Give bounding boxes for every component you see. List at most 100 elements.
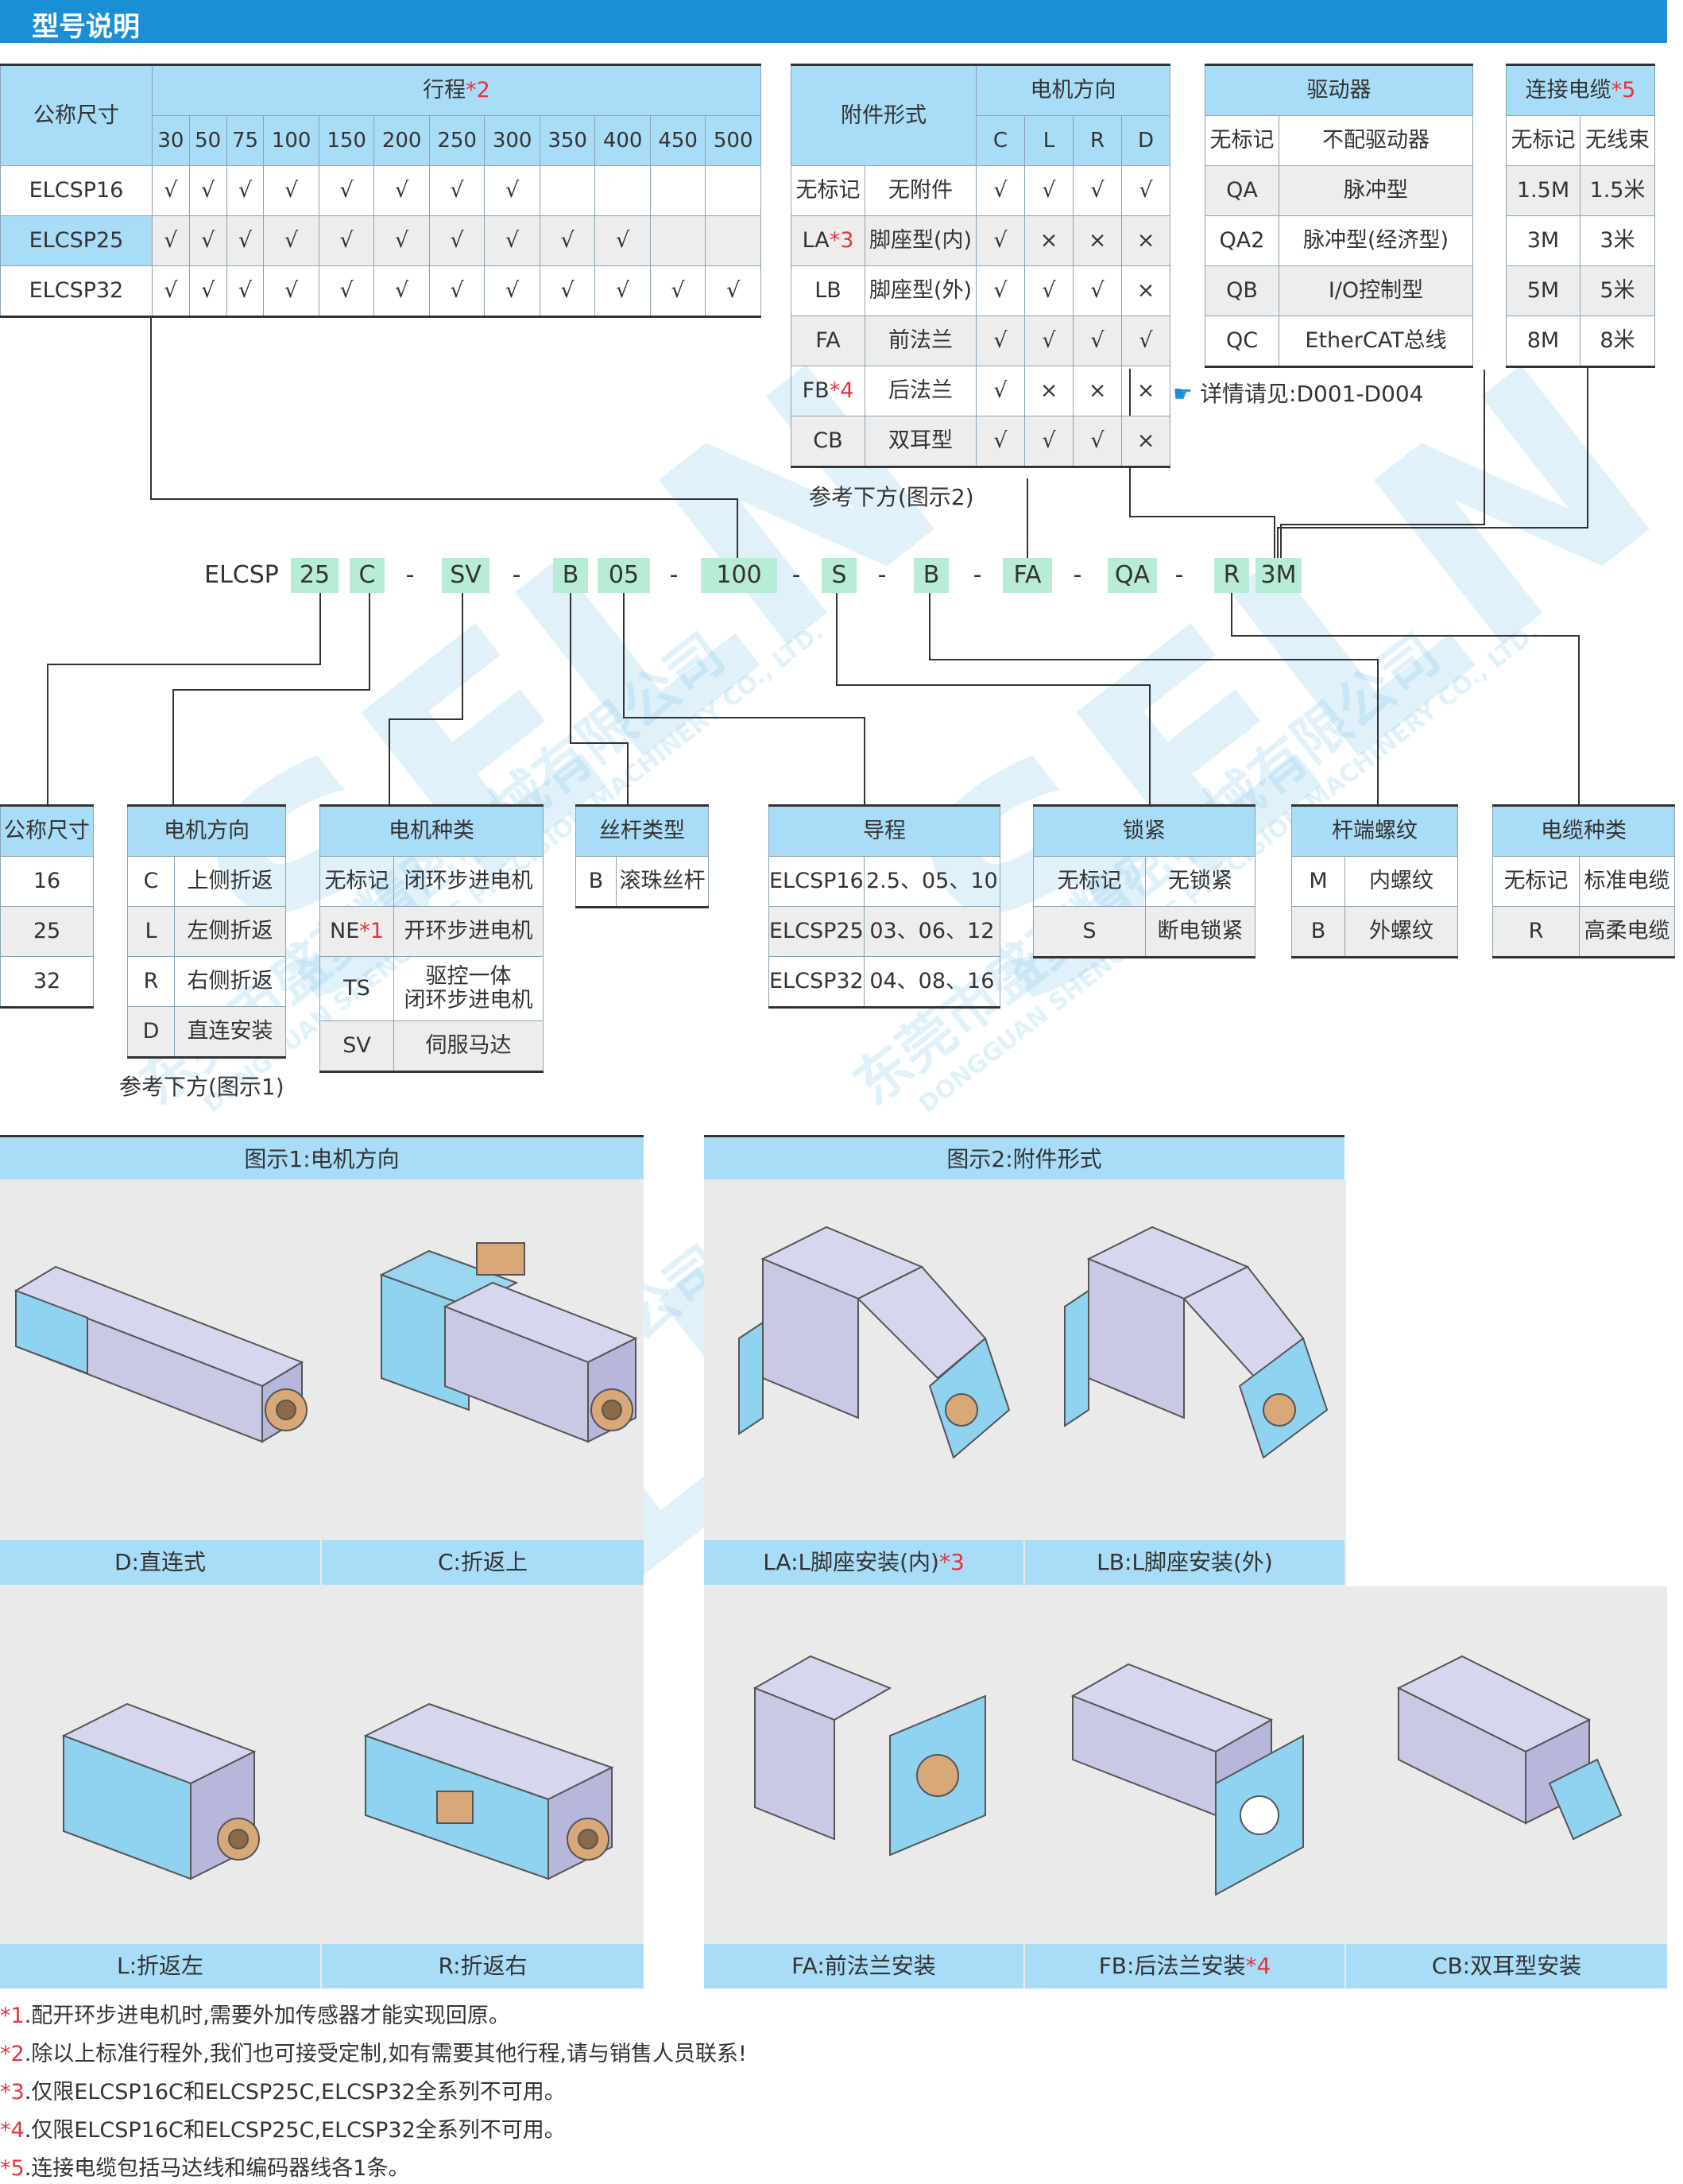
code-segment: 100 [701, 558, 777, 593]
motor-dir-header: 电机方向 [976, 64, 1170, 116]
lock-header: 锁紧 [1033, 804, 1255, 857]
code-separator: - [1174, 561, 1184, 589]
caption-cb: CB:双耳型安装 [1346, 1944, 1667, 1988]
code-separator: - [791, 561, 801, 589]
accessory-header: 附件形式 [791, 64, 977, 166]
accessory-note: 参考下方(图示2) [809, 484, 974, 510]
code-segment: ELCSP [204, 561, 279, 589]
table-row: ELCSP32 √√√√√√√√√√√√ [0, 265, 761, 318]
accessory-table: 附件形式 电机方向 C L R D 无标记 无附件 √√√√ LA*3 脚座型(… [791, 64, 1170, 468]
stroke-col: 75 [226, 115, 265, 166]
code-segment: FA [1003, 558, 1052, 593]
footnote: *3.仅限ELCSP16C和ELCSP25C,ELCSP32全系列不可用。 [0, 2080, 566, 2105]
screw-header: 丝杆类型 [575, 804, 709, 857]
table-row: LA*3 脚座型(内) √××× [791, 215, 1170, 266]
table-row: LB 脚座型(外) √√√× [791, 265, 1170, 316]
motor-type-header: 电机种类 [319, 804, 544, 857]
code-segment: B [914, 558, 949, 593]
pointing-hand-icon: ☛ [1173, 381, 1194, 407]
code-separator: - [512, 561, 521, 589]
table-row: FA 前法兰 √√√√ [791, 316, 1170, 366]
caption-d: D:直连式 [0, 1540, 320, 1585]
code-separator: - [877, 561, 887, 589]
cable-type-header: 电缆种类 [1492, 804, 1675, 857]
stroke-col: 200 [373, 115, 430, 166]
stroke-header: 行程*2 [152, 64, 761, 116]
table-row: 无标记无线束 [1506, 115, 1655, 166]
stroke-col: 450 [649, 115, 706, 166]
page-title: 型号说明 [32, 11, 140, 43]
size-table-header: 公称尺寸 [0, 804, 94, 857]
table-row: 无标记不配驱动器 [1205, 115, 1473, 166]
caption-c: C:折返上 [322, 1540, 644, 1585]
table-row: ELCSP16 √√√√√√√√ [0, 165, 761, 216]
dir-col: C [976, 115, 1025, 166]
code-separator: - [1073, 561, 1082, 589]
dir-col: L [1024, 115, 1074, 166]
code-segment: 05 [598, 558, 650, 593]
footnote: *4.仅限ELCSP16C和ELCSP25C,ELCSP32全系列不可用。 [0, 2118, 566, 2143]
table-row: FB*4 后法兰 √××× [791, 366, 1170, 416]
stroke-table: 公称尺寸 行程*2 30 50 75 100 150 200 250 300 3… [0, 64, 761, 318]
stroke-col: 300 [484, 115, 540, 166]
stroke-col: 30 [152, 115, 190, 166]
table-row: 无标记标准电缆 [1492, 856, 1675, 907]
cable-length-header: 连接电缆*5 [1506, 64, 1655, 116]
code-segment: 25 [291, 558, 339, 593]
footnote: *5.连接电缆包括马达线和编码器线各1条。 [0, 2156, 410, 2181]
table-row: 无标记 无附件 √√√√ [791, 165, 1170, 216]
code-segment: 3M [1255, 558, 1302, 593]
table-row: CB 双耳型 √√√× [791, 416, 1170, 468]
stroke-col: 50 [188, 115, 227, 166]
stroke-col: 400 [594, 115, 651, 166]
table-row: 25 [0, 906, 94, 957]
stroke-col: 250 [428, 115, 486, 166]
caption-lb: LB:L脚座安装(外) [1025, 1540, 1344, 1585]
footnote: *2.除以上标准行程外,我们也可接受定制,如有需要其他行程,请与销售人员联系! [0, 2042, 747, 2066]
table-row: 无标记闭环步进电机 [319, 856, 544, 907]
code-segment: C [350, 558, 385, 593]
caption-l: L:折返左 [0, 1944, 320, 1988]
code-segment: QA [1108, 558, 1157, 593]
figure2-title: 图示2:附件形式 [704, 1135, 1344, 1182]
code-segment: B [553, 558, 588, 593]
code-segment: SV [442, 558, 489, 593]
dir-col: R [1073, 115, 1122, 166]
code-separator: - [405, 561, 415, 589]
stroke-col: 350 [539, 115, 596, 166]
dir-col: D [1121, 115, 1170, 166]
table-row: ELCSP25 √√√√√√√√√√ [0, 215, 761, 266]
rod-thread-header: 杆端螺纹 [1291, 804, 1458, 857]
actuator-illustrations [14, 1226, 1623, 1896]
caption-r: R:折返右 [322, 1944, 644, 1988]
caption-fb: FB:后法兰安装*4 [1025, 1944, 1344, 1988]
